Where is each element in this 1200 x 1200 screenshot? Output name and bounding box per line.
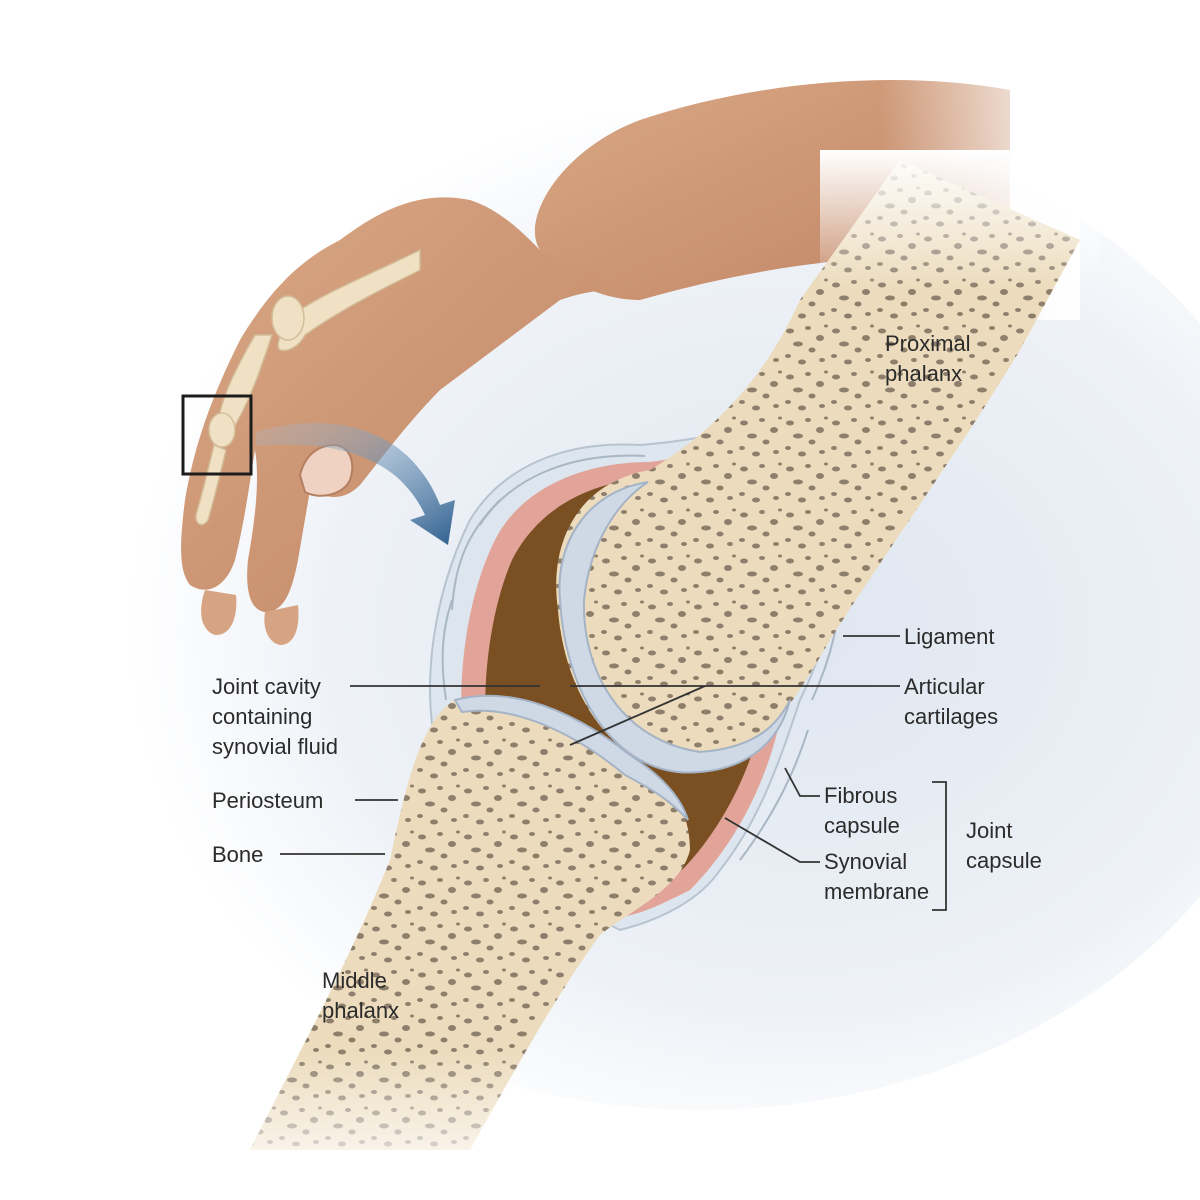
label-line: synovial fluid: [212, 734, 338, 759]
label-line: membrane: [824, 879, 929, 904]
label-periosteum: Periosteum: [212, 788, 323, 813]
label-line: phalanx: [322, 998, 399, 1023]
label-line: Fibrous: [824, 783, 897, 808]
label-line: Ligament: [904, 624, 995, 649]
label-line: Articular: [904, 674, 985, 699]
label-line: cartilages: [904, 704, 998, 729]
curved-arrow-icon: [256, 422, 455, 545]
proximal-phalanx-bone: [556, 150, 1100, 771]
label-bone: Bone: [212, 842, 263, 867]
label-proximal-phalanx: Proximal phalanx: [885, 331, 977, 386]
label-line: Middle: [322, 968, 387, 993]
label-fibrous-capsule: Fibrous capsule: [824, 783, 903, 838]
middle-phalanx-bone: [220, 697, 690, 1200]
label-articular-cartilages: Articular cartilages: [904, 674, 998, 729]
label-line: Periosteum: [212, 788, 323, 813]
label-joint-cavity: Joint cavity containing synovial fluid: [212, 674, 338, 759]
label-middle-phalanx: Middle phalanx: [322, 968, 399, 1023]
label-joint-capsule: Joint capsule: [966, 818, 1042, 873]
label-line: Joint cavity: [212, 674, 321, 699]
label-line: containing: [212, 704, 312, 729]
label-ligament: Ligament: [904, 624, 995, 649]
label-synovial-membrane: Synovial membrane: [824, 849, 929, 904]
label-line: phalanx: [885, 361, 962, 386]
label-line: Synovial: [824, 849, 907, 874]
label-line: Proximal: [885, 331, 971, 356]
leader-lines: [280, 635, 947, 911]
label-line: Bone: [212, 842, 263, 867]
label-line: Joint: [966, 818, 1012, 843]
label-line: capsule: [824, 813, 900, 838]
magnifier-box-icon: [181, 394, 253, 476]
articular-cartilage-proximal: [558, 481, 791, 774]
label-line: capsule: [966, 848, 1042, 873]
articular-cartilage-middle: [453, 694, 689, 821]
